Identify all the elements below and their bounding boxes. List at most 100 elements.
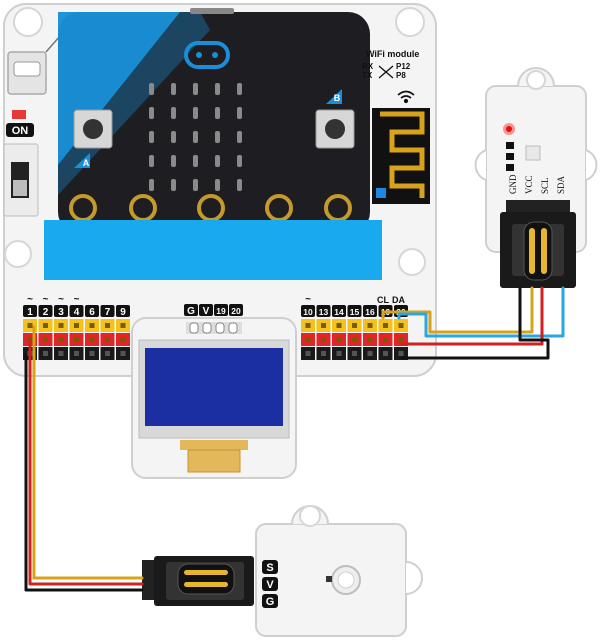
- header-pin-hole: [367, 337, 373, 342]
- header-pin-hole: [383, 351, 388, 356]
- mid-pin-label: V: [203, 306, 210, 317]
- cl-label: CL: [377, 295, 389, 305]
- mid-pin-label: 20: [231, 306, 241, 316]
- left-pin-label: 1: [27, 307, 33, 318]
- right-pin-label: 14: [334, 307, 344, 317]
- power-switch[interactable]: [3, 143, 39, 217]
- led: [215, 131, 220, 143]
- header-pin-hole: [367, 351, 373, 356]
- sensor-pin-gnd: GND: [508, 174, 518, 194]
- left-pin-label-bg: [23, 305, 37, 317]
- wifi-icon: [397, 90, 415, 104]
- button-a-label: A: [83, 158, 90, 168]
- button-b-label: B: [334, 93, 341, 103]
- left-pin-label: 2: [43, 307, 49, 318]
- led: [149, 131, 154, 143]
- wire-left-yellow: [32, 325, 144, 580]
- led: [237, 179, 242, 191]
- left-pin-label: 4: [74, 307, 80, 318]
- led: [171, 107, 176, 119]
- svg-pin-v: V: [266, 579, 274, 591]
- led: [237, 131, 242, 143]
- led: [237, 83, 242, 95]
- wifi-tx-label: TX: [362, 71, 373, 80]
- header-pin-hole: [352, 323, 357, 328]
- led: [171, 83, 176, 95]
- led: [171, 131, 176, 143]
- wire-left-red: [28, 339, 144, 586]
- right-pin-label: 16: [365, 307, 375, 317]
- header-pin-hole: [398, 323, 404, 328]
- header-pin-hole: [383, 337, 388, 342]
- mounting-hole-right: [398, 248, 426, 276]
- led: [149, 83, 154, 95]
- button-b[interactable]: [315, 109, 355, 149]
- right-pin-label: 15: [350, 307, 360, 317]
- mid-pin-label: G: [187, 306, 195, 317]
- mid-pin-label: 19: [216, 306, 226, 316]
- right-pin-label-bg: [316, 305, 331, 317]
- header-pin-hole: [58, 337, 64, 342]
- mounting-hole-top-left: [13, 7, 43, 37]
- header-pin-hole: [321, 337, 326, 342]
- right-pin-label: 13: [319, 307, 329, 317]
- oled-pins: [186, 322, 242, 334]
- led: [237, 155, 242, 167]
- left-pin-label: 7: [105, 307, 111, 318]
- header-pin-hole: [105, 323, 110, 328]
- oled-screen: [145, 348, 283, 426]
- edge-connector-strip: [44, 220, 382, 280]
- pwm-markers: ~~~~~: [27, 294, 311, 305]
- da-label: DA: [392, 295, 405, 305]
- wifi-title: WiFi module: [366, 49, 419, 59]
- header-pin-hole: [120, 351, 126, 356]
- header-pin-hole: [305, 337, 311, 342]
- led-matrix: [149, 83, 242, 191]
- header-pin-hole: [305, 351, 311, 356]
- right-pin-label: 10: [303, 307, 313, 317]
- header-pin-hole: [43, 351, 48, 356]
- wifi-module: WiFi module RX TX P12 P8: [362, 49, 430, 204]
- header-pin-hole: [89, 323, 95, 328]
- led: [171, 179, 176, 191]
- header-pin-hole: [120, 323, 126, 328]
- left-pin-label-bg: [69, 305, 84, 317]
- led: [193, 107, 198, 119]
- left-pin-label: 6: [89, 307, 95, 318]
- left-pin-label-bg: [54, 305, 68, 317]
- header-pin-hole: [105, 337, 110, 342]
- left-pin-label: 3: [58, 307, 64, 318]
- wire-left-black: [24, 353, 144, 592]
- header-pin-hole: [43, 323, 48, 328]
- pwm-tilde: ~: [58, 294, 64, 305]
- led: [149, 155, 154, 167]
- header-pin-hole: [398, 351, 404, 356]
- mid-pin-label-bg: [214, 304, 228, 316]
- header-pin-hole: [74, 351, 79, 356]
- led: [171, 155, 176, 167]
- wire-right-blue: [397, 286, 565, 338]
- svg-pin-s: S: [266, 562, 273, 574]
- svg-module: S V G: [142, 505, 423, 637]
- sensor-pin-vcc: VCC: [524, 175, 534, 194]
- header-pin-hole: [74, 337, 79, 342]
- led: [215, 155, 220, 167]
- mid-pin-label-bg: [229, 304, 243, 316]
- header-pin-hole: [352, 337, 357, 342]
- button-a[interactable]: [73, 109, 113, 149]
- header-pin-hole: [120, 337, 126, 342]
- svg-pin-badges: S V G: [262, 560, 278, 608]
- microbit: A B: [58, 8, 370, 234]
- sensor-pin-scl: SCL: [540, 177, 550, 194]
- header-pin-hole: [383, 323, 388, 328]
- sensor-module: GND VCC SCL SDA: [474, 67, 598, 288]
- wifi-p12-label: P12: [396, 62, 411, 71]
- led: [193, 179, 198, 191]
- edge-pads: [69, 194, 352, 222]
- top-connector: [190, 8, 234, 14]
- pwm-tilde: ~: [305, 294, 311, 305]
- header-pin-hole: [89, 337, 95, 342]
- led: [215, 179, 220, 191]
- sensor-pin-sda: SDA: [556, 175, 566, 194]
